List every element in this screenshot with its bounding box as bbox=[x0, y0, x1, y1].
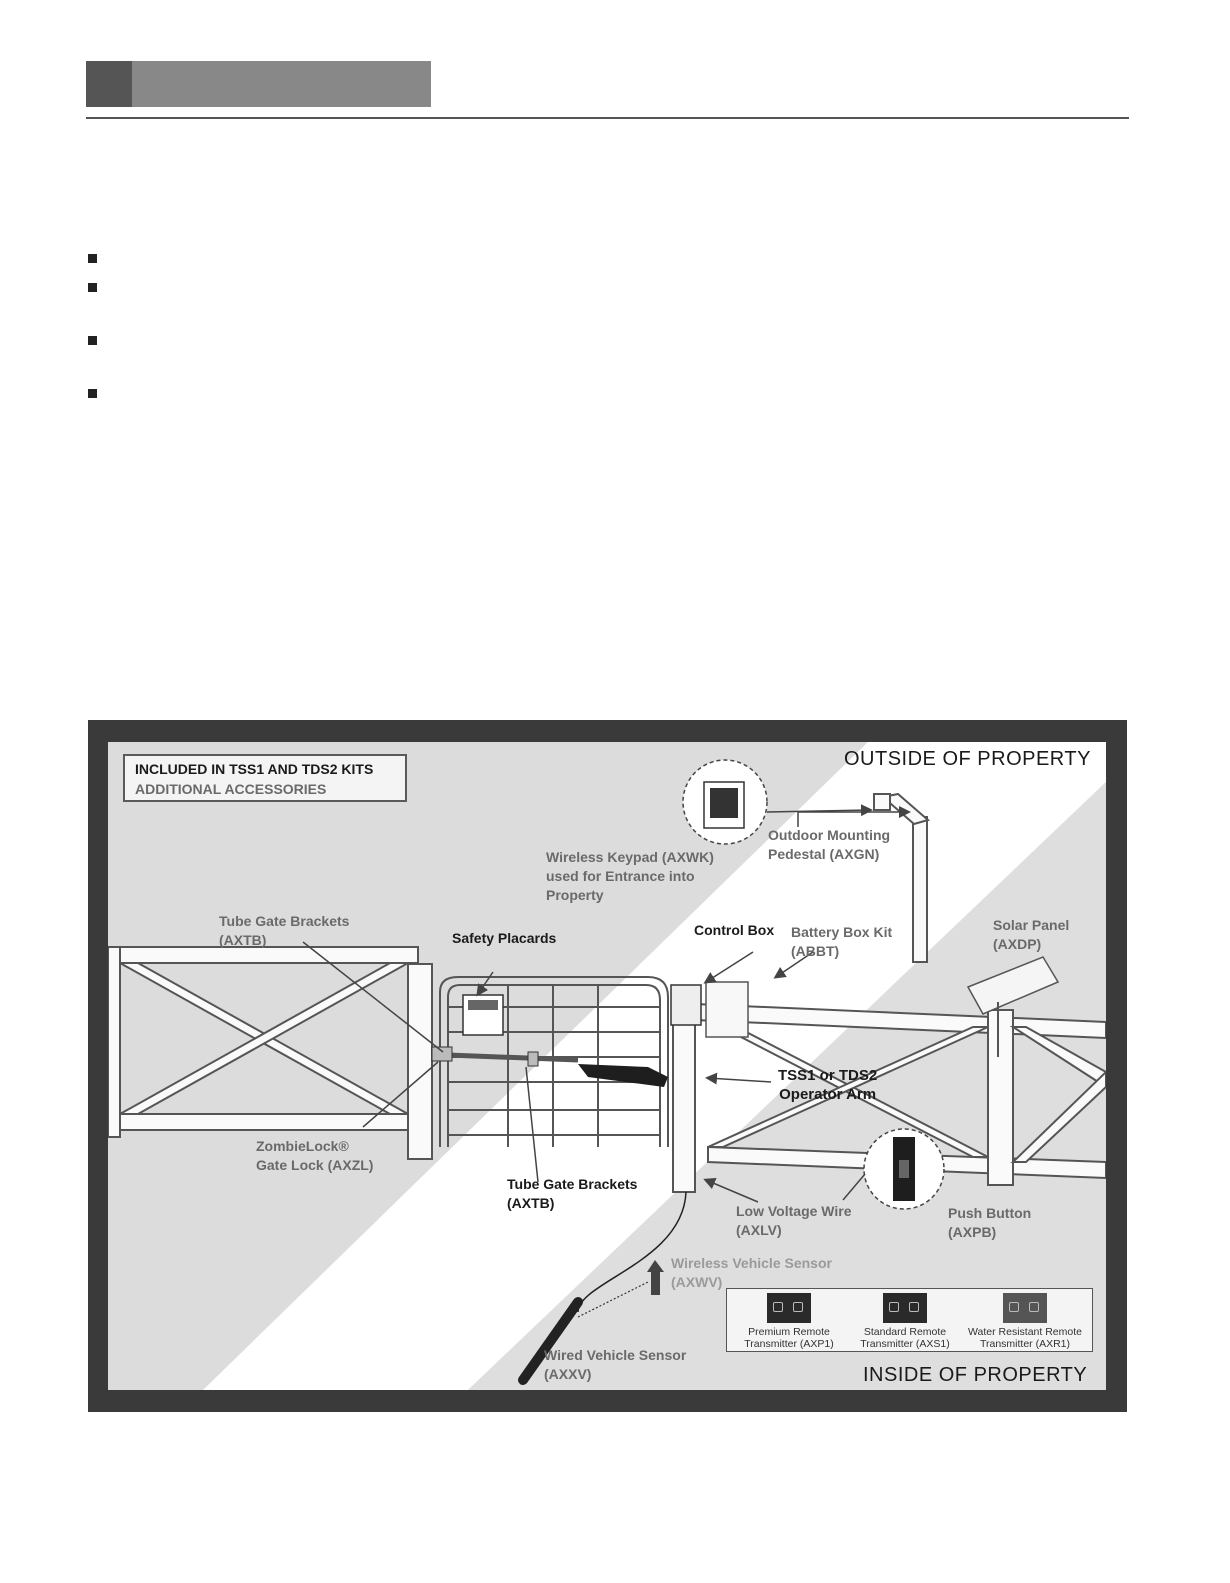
legend-additional: ADDITIONAL ACCESSORIES bbox=[135, 781, 327, 797]
path-zone bbox=[203, 742, 1106, 1390]
low-voltage-wire-label: Low Voltage Wire (AXLV) bbox=[736, 1203, 852, 1238]
solar-panel bbox=[966, 956, 1060, 1015]
legend-box: INCLUDED IN TSS1 AND TDS2 KITS ADDITIONA… bbox=[123, 754, 407, 802]
safety-placard-graphic bbox=[468, 1000, 498, 1010]
keypad-buttons bbox=[710, 788, 738, 818]
wireless-vehicle-sensor bbox=[651, 1272, 660, 1295]
remote-transmitters-box: Premium Remote Transmitter (AXP1) Standa… bbox=[726, 1288, 1093, 1352]
remote-premium-icon bbox=[767, 1293, 811, 1323]
bullet-marker bbox=[88, 389, 97, 398]
gate-rail bbox=[447, 1052, 579, 1063]
safety-placards-label: Safety Placards bbox=[452, 930, 557, 946]
solar-panel-label: Solar Panel (AXDP) bbox=[993, 917, 1070, 952]
right-fence bbox=[694, 1002, 1106, 1186]
header-divider bbox=[86, 117, 1129, 119]
control-box-label: Control Box bbox=[694, 922, 775, 938]
remote-premium: Premium Remote Transmitter (AXP1) bbox=[729, 1293, 849, 1350]
zombielock-label: ZombieLock® Gate Lock (AXZL) bbox=[256, 1138, 374, 1173]
push-button-label: Push Button (AXPB) bbox=[948, 1205, 1032, 1240]
tube-gate-bracket bbox=[527, 1051, 539, 1067]
remote-standard: Standard Remote Transmitter (AXS1) bbox=[845, 1293, 965, 1350]
operator-arm-label: TSS1 or TDS2 Operator Arm bbox=[778, 1067, 878, 1103]
tube-gate-brackets-bottom-label: Tube Gate Brackets (AXTB) bbox=[507, 1176, 638, 1211]
section-header-number-block bbox=[86, 61, 132, 107]
tube-gate-brackets-top-label: Tube Gate Brackets (AXTB) bbox=[219, 913, 350, 948]
legend-included: INCLUDED IN TSS1 AND TDS2 KITS bbox=[135, 761, 374, 777]
section-header-title-block bbox=[132, 61, 431, 107]
gate-opener-diagram: INCLUDED IN TSS1 AND TDS2 KITS ADDITIONA… bbox=[88, 720, 1127, 1412]
left-fence bbox=[108, 946, 433, 1160]
outdoor-pedestal-label: Outdoor Mounting Pedestal (AXGN) bbox=[768, 827, 891, 862]
diagram-artwork bbox=[108, 742, 1106, 1390]
inside-zone bbox=[468, 782, 1106, 1390]
push-button-face bbox=[899, 1160, 909, 1178]
callout-pointers bbox=[302, 804, 911, 1203]
outside-property-label: OUTSIDE OF PROPERTY bbox=[844, 748, 1091, 770]
bullet-marker bbox=[88, 336, 97, 345]
remote-water-resistant-icon bbox=[1003, 1293, 1047, 1323]
dotted-connector bbox=[577, 1281, 649, 1318]
control-box bbox=[670, 984, 702, 1026]
wireless-vehicle-sensor-label: Wireless Vehicle Sensor (AXWV) bbox=[671, 1255, 832, 1290]
wired-vehicle-sensor-label: Wired Vehicle Sensor (AXXV) bbox=[544, 1347, 687, 1382]
battery-box-label: Battery Box Kit (ABBT) bbox=[791, 924, 893, 959]
operator-arm bbox=[578, 1064, 668, 1087]
bullet-marker bbox=[88, 283, 97, 292]
wireless-keypad-label: Wireless Keypad (AXWK) used for Entrance… bbox=[546, 849, 714, 903]
zombielock bbox=[431, 1046, 453, 1062]
wired-vehicle-sensor bbox=[518, 1297, 583, 1385]
outdoor-pedestal bbox=[873, 792, 931, 963]
remote-standard-icon bbox=[883, 1293, 927, 1323]
bullet-marker bbox=[88, 254, 97, 263]
inside-property-label: INSIDE OF PROPERTY bbox=[863, 1364, 1088, 1386]
battery-box bbox=[705, 981, 749, 1038]
wireless-sensor-tip bbox=[647, 1260, 664, 1272]
remote-water-resistant: Water Resistant Remote Transmitter (AXR1… bbox=[965, 1293, 1085, 1350]
